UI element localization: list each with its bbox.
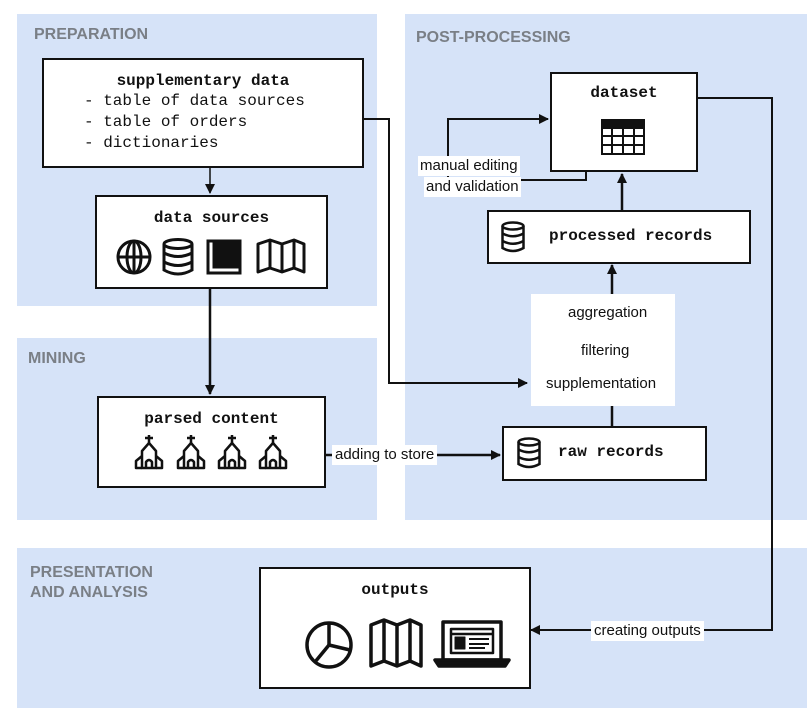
table-icon — [601, 119, 645, 155]
map-icon — [369, 618, 423, 668]
supplementary-data-list: - table of data sources - table of order… — [84, 91, 305, 154]
church-icon — [134, 435, 164, 470]
region-title-mining: MINING — [28, 350, 86, 367]
supplementary-data-title: supplementary data — [116, 72, 290, 90]
church-icon — [176, 435, 206, 470]
database-icon — [162, 238, 194, 276]
region-title-post-processing: POST-PROCESSING — [416, 29, 571, 46]
pie-chart-icon — [305, 621, 353, 669]
map-icon — [256, 238, 306, 274]
supplementary-line-2: - table of orders — [84, 113, 248, 131]
data-sources-title: data sources — [153, 209, 270, 227]
book-icon — [206, 239, 242, 275]
raw-records-title: raw records — [558, 443, 664, 461]
label-supplementation: supplementation — [546, 374, 657, 394]
globe-icon — [116, 239, 152, 275]
region-title-preparation: PREPARATION — [34, 26, 149, 43]
supplementary-line-1: - table of data sources — [84, 92, 305, 110]
label-filtering: filtering — [581, 341, 630, 361]
database-icon — [517, 437, 541, 469]
region-title-presentation: PRESENTATION AND ANALYSIS — [30, 564, 153, 601]
supplementary-data-box: supplementary data — [42, 58, 364, 168]
laptop-icon — [433, 620, 511, 668]
database-icon — [501, 221, 525, 253]
church-icon — [258, 435, 288, 470]
dataset-title: dataset — [590, 84, 658, 102]
processed-records-title: processed records — [549, 227, 713, 245]
label-and-validation: and validation — [424, 177, 521, 197]
church-icon — [217, 435, 247, 470]
label-adding-to-store: adding to store — [332, 445, 438, 465]
arrow-supp-to-post — [362, 118, 528, 388]
label-creating-outputs: creating outputs — [591, 621, 704, 641]
processed-records-box: processed records — [487, 210, 751, 264]
parsed-content-title: parsed content — [144, 410, 279, 428]
label-manual-editing: manual editing — [418, 156, 520, 176]
parsed-content-box: parsed content — [97, 396, 326, 488]
outputs-title: outputs — [361, 581, 429, 599]
label-aggregation: aggregation — [568, 303, 648, 323]
supplementary-line-3: - dictionaries — [84, 134, 219, 152]
raw-records-box: raw records — [502, 426, 707, 481]
